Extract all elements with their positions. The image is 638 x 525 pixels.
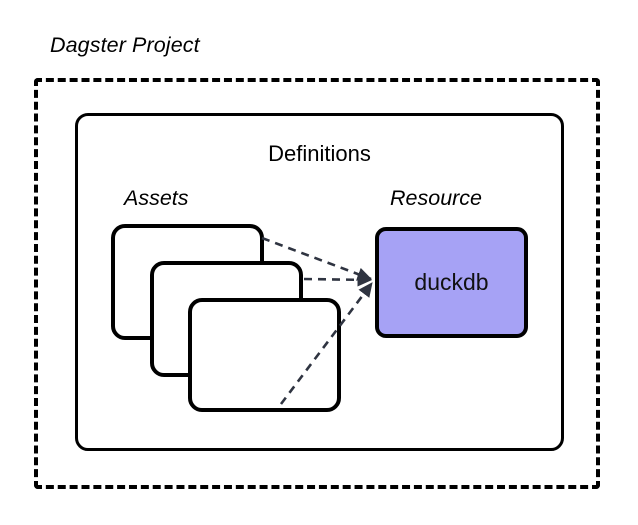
- assets-group-label: Assets: [124, 186, 189, 210]
- project-title: Dagster Project: [50, 33, 200, 57]
- resource-group-label: Resource: [390, 186, 483, 210]
- resource-node-duckdb[interactable]: duckdb: [375, 227, 528, 338]
- resource-node-label: duckdb: [414, 269, 489, 295]
- definitions-label: Definitions: [268, 141, 371, 166]
- asset-card[interactable]: [188, 298, 341, 412]
- project-boundary-dashed: [34, 78, 600, 489]
